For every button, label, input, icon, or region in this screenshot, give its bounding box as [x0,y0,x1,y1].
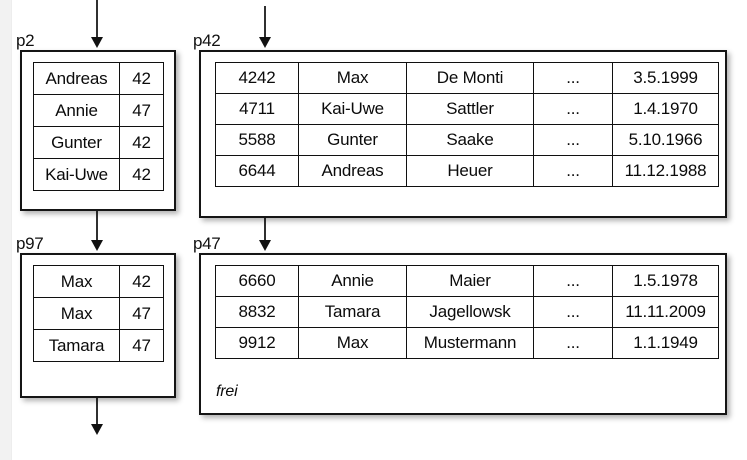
record-date-cell: 1.5.1978 [612,265,719,297]
index-value-cell: 47 [119,297,164,330]
index-value-cell: 47 [119,94,164,127]
table-row[interactable]: Max 42 [33,265,164,298]
page-label-p97: p97 [16,234,44,253]
table-row[interactable]: 4711 Kai-Uwe Sattler ... 1.4.1970 [215,93,719,125]
table-row[interactable]: Max 47 [33,297,164,330]
page-gutter [0,0,12,460]
index-table-p97: Max 42 Max 47 Tamara 47 [33,265,164,362]
index-value-cell: 42 [119,265,164,298]
record-firstname-cell: Tamara [298,296,407,328]
index-value-cell: 47 [119,329,164,362]
record-lastname-cell: Saake [406,124,534,156]
record-firstname-cell: Kai-Uwe [298,93,407,125]
record-date-cell: 5.10.1966 [612,124,719,156]
data-table-p42: 4242 Max De Monti ... 3.5.1999 4711 Kai-… [215,62,719,187]
table-row[interactable]: 5588 Gunter Saake ... 5.10.1966 [215,124,719,156]
record-lastname-cell: Maier [406,265,534,297]
record-date-cell: 3.5.1999 [612,62,719,94]
record-lastname-cell: Heuer [406,155,534,187]
table-row[interactable]: Annie 47 [33,94,164,127]
record-firstname-cell: Gunter [298,124,407,156]
record-id-cell: 6644 [215,155,299,187]
record-date-cell: 11.12.1988 [612,155,719,187]
record-lastname-cell: Sattler [406,93,534,125]
table-row[interactable]: Andreas 42 [33,62,164,95]
record-id-cell: 4242 [215,62,299,94]
free-space-label: frei [216,383,238,400]
table-row[interactable]: 6644 Andreas Heuer ... 11.12.1988 [215,155,719,187]
record-firstname-cell: Max [298,327,407,359]
record-ellipsis-cell: ... [533,296,613,328]
index-value-cell: 42 [119,62,164,95]
record-firstname-cell: Andreas [298,155,407,187]
record-id-cell: 5588 [215,124,299,156]
table-row[interactable]: Kai-Uwe 42 [33,158,164,191]
record-lastname-cell: Mustermann [406,327,534,359]
record-date-cell: 11.11.2009 [612,296,719,328]
table-row[interactable]: 6660 Annie Maier ... 1.5.1978 [215,265,719,297]
record-ellipsis-cell: ... [533,93,613,125]
table-row[interactable]: Tamara 47 [33,329,164,362]
table-row[interactable]: 8832 Tamara Jagellowsk ... 11.11.2009 [215,296,719,328]
index-key-cell: Annie [33,94,120,127]
record-id-cell: 6660 [215,265,299,297]
index-key-cell: Gunter [33,126,120,159]
record-id-cell: 8832 [215,296,299,328]
data-table-p47: 6660 Annie Maier ... 1.5.1978 8832 Tamar… [215,265,719,359]
page-label-p47: p47 [193,234,221,253]
record-firstname-cell: Annie [298,265,407,297]
record-date-cell: 1.1.1949 [612,327,719,359]
record-lastname-cell: Jagellowsk [406,296,534,328]
table-row[interactable]: 9912 Max Mustermann ... 1.1.1949 [215,327,719,359]
page-label-p2: p2 [16,31,35,50]
record-ellipsis-cell: ... [533,124,613,156]
index-key-cell: Kai-Uwe [33,158,120,191]
record-id-cell: 4711 [215,93,299,125]
record-id-cell: 9912 [215,327,299,359]
index-key-cell: Tamara [33,329,120,362]
record-firstname-cell: Max [298,62,407,94]
page-label-p42: p42 [193,31,221,50]
record-date-cell: 1.4.1970 [612,93,719,125]
index-key-cell: Andreas [33,62,120,95]
table-row[interactable]: 4242 Max De Monti ... 3.5.1999 [215,62,719,94]
record-ellipsis-cell: ... [533,265,613,297]
index-key-cell: Max [33,297,120,330]
index-value-cell: 42 [119,126,164,159]
record-ellipsis-cell: ... [533,155,613,187]
index-key-cell: Max [33,265,120,298]
record-lastname-cell: De Monti [406,62,534,94]
record-ellipsis-cell: ... [533,327,613,359]
record-ellipsis-cell: ... [533,62,613,94]
index-table-p2: Andreas 42 Annie 47 Gunter 42 Kai-Uwe 42 [33,62,164,191]
table-row[interactable]: Gunter 42 [33,126,164,159]
index-value-cell: 42 [119,158,164,191]
